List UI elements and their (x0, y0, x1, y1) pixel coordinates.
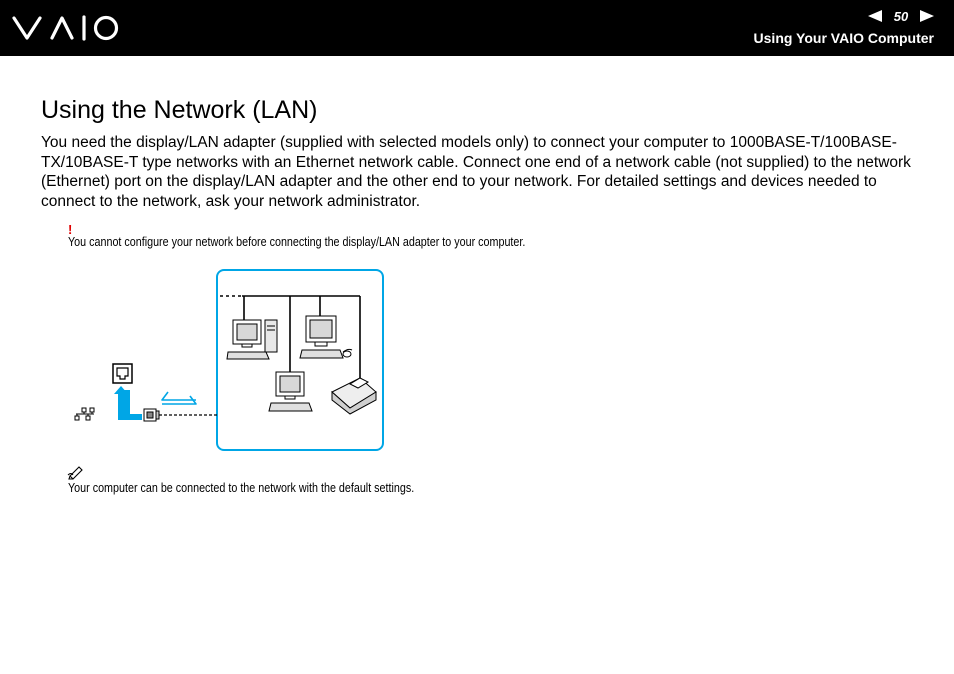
next-page-icon[interactable] (920, 10, 934, 22)
warning-icon: ! (68, 222, 73, 237)
desktop-computer-icon (299, 315, 353, 359)
network-enclosure (216, 269, 384, 451)
page-title: Using the Network (LAN) (41, 96, 318, 124)
network-bus (242, 295, 361, 380)
bidirectional-arrow-icon (161, 391, 197, 405)
adapter-plug-icon (143, 408, 160, 422)
previous-page-icon[interactable] (868, 10, 882, 22)
ethernet-port-icon (112, 363, 133, 384)
vaio-logo (12, 15, 119, 41)
desktop-computer-icon (268, 371, 313, 412)
note-text: Your computer can be connected to the ne… (68, 481, 415, 495)
network-symbol-icon (74, 407, 95, 421)
page-header: 50 Using Your VAIO Computer (0, 0, 954, 56)
intro-paragraph: You need the display/LAN adapter (suppli… (41, 134, 911, 210)
network-diagram (74, 269, 384, 451)
desktop-computer-icon (226, 319, 278, 360)
connection-arrow-icon (114, 386, 142, 420)
pencil-note-icon (67, 466, 83, 480)
page-number: 50 (893, 8, 909, 24)
page-navigation: 50 (868, 7, 934, 25)
warning-text: You cannot configure your network before… (68, 235, 526, 249)
printer-icon (331, 377, 377, 415)
section-title: Using Your VAIO Computer (753, 30, 934, 46)
